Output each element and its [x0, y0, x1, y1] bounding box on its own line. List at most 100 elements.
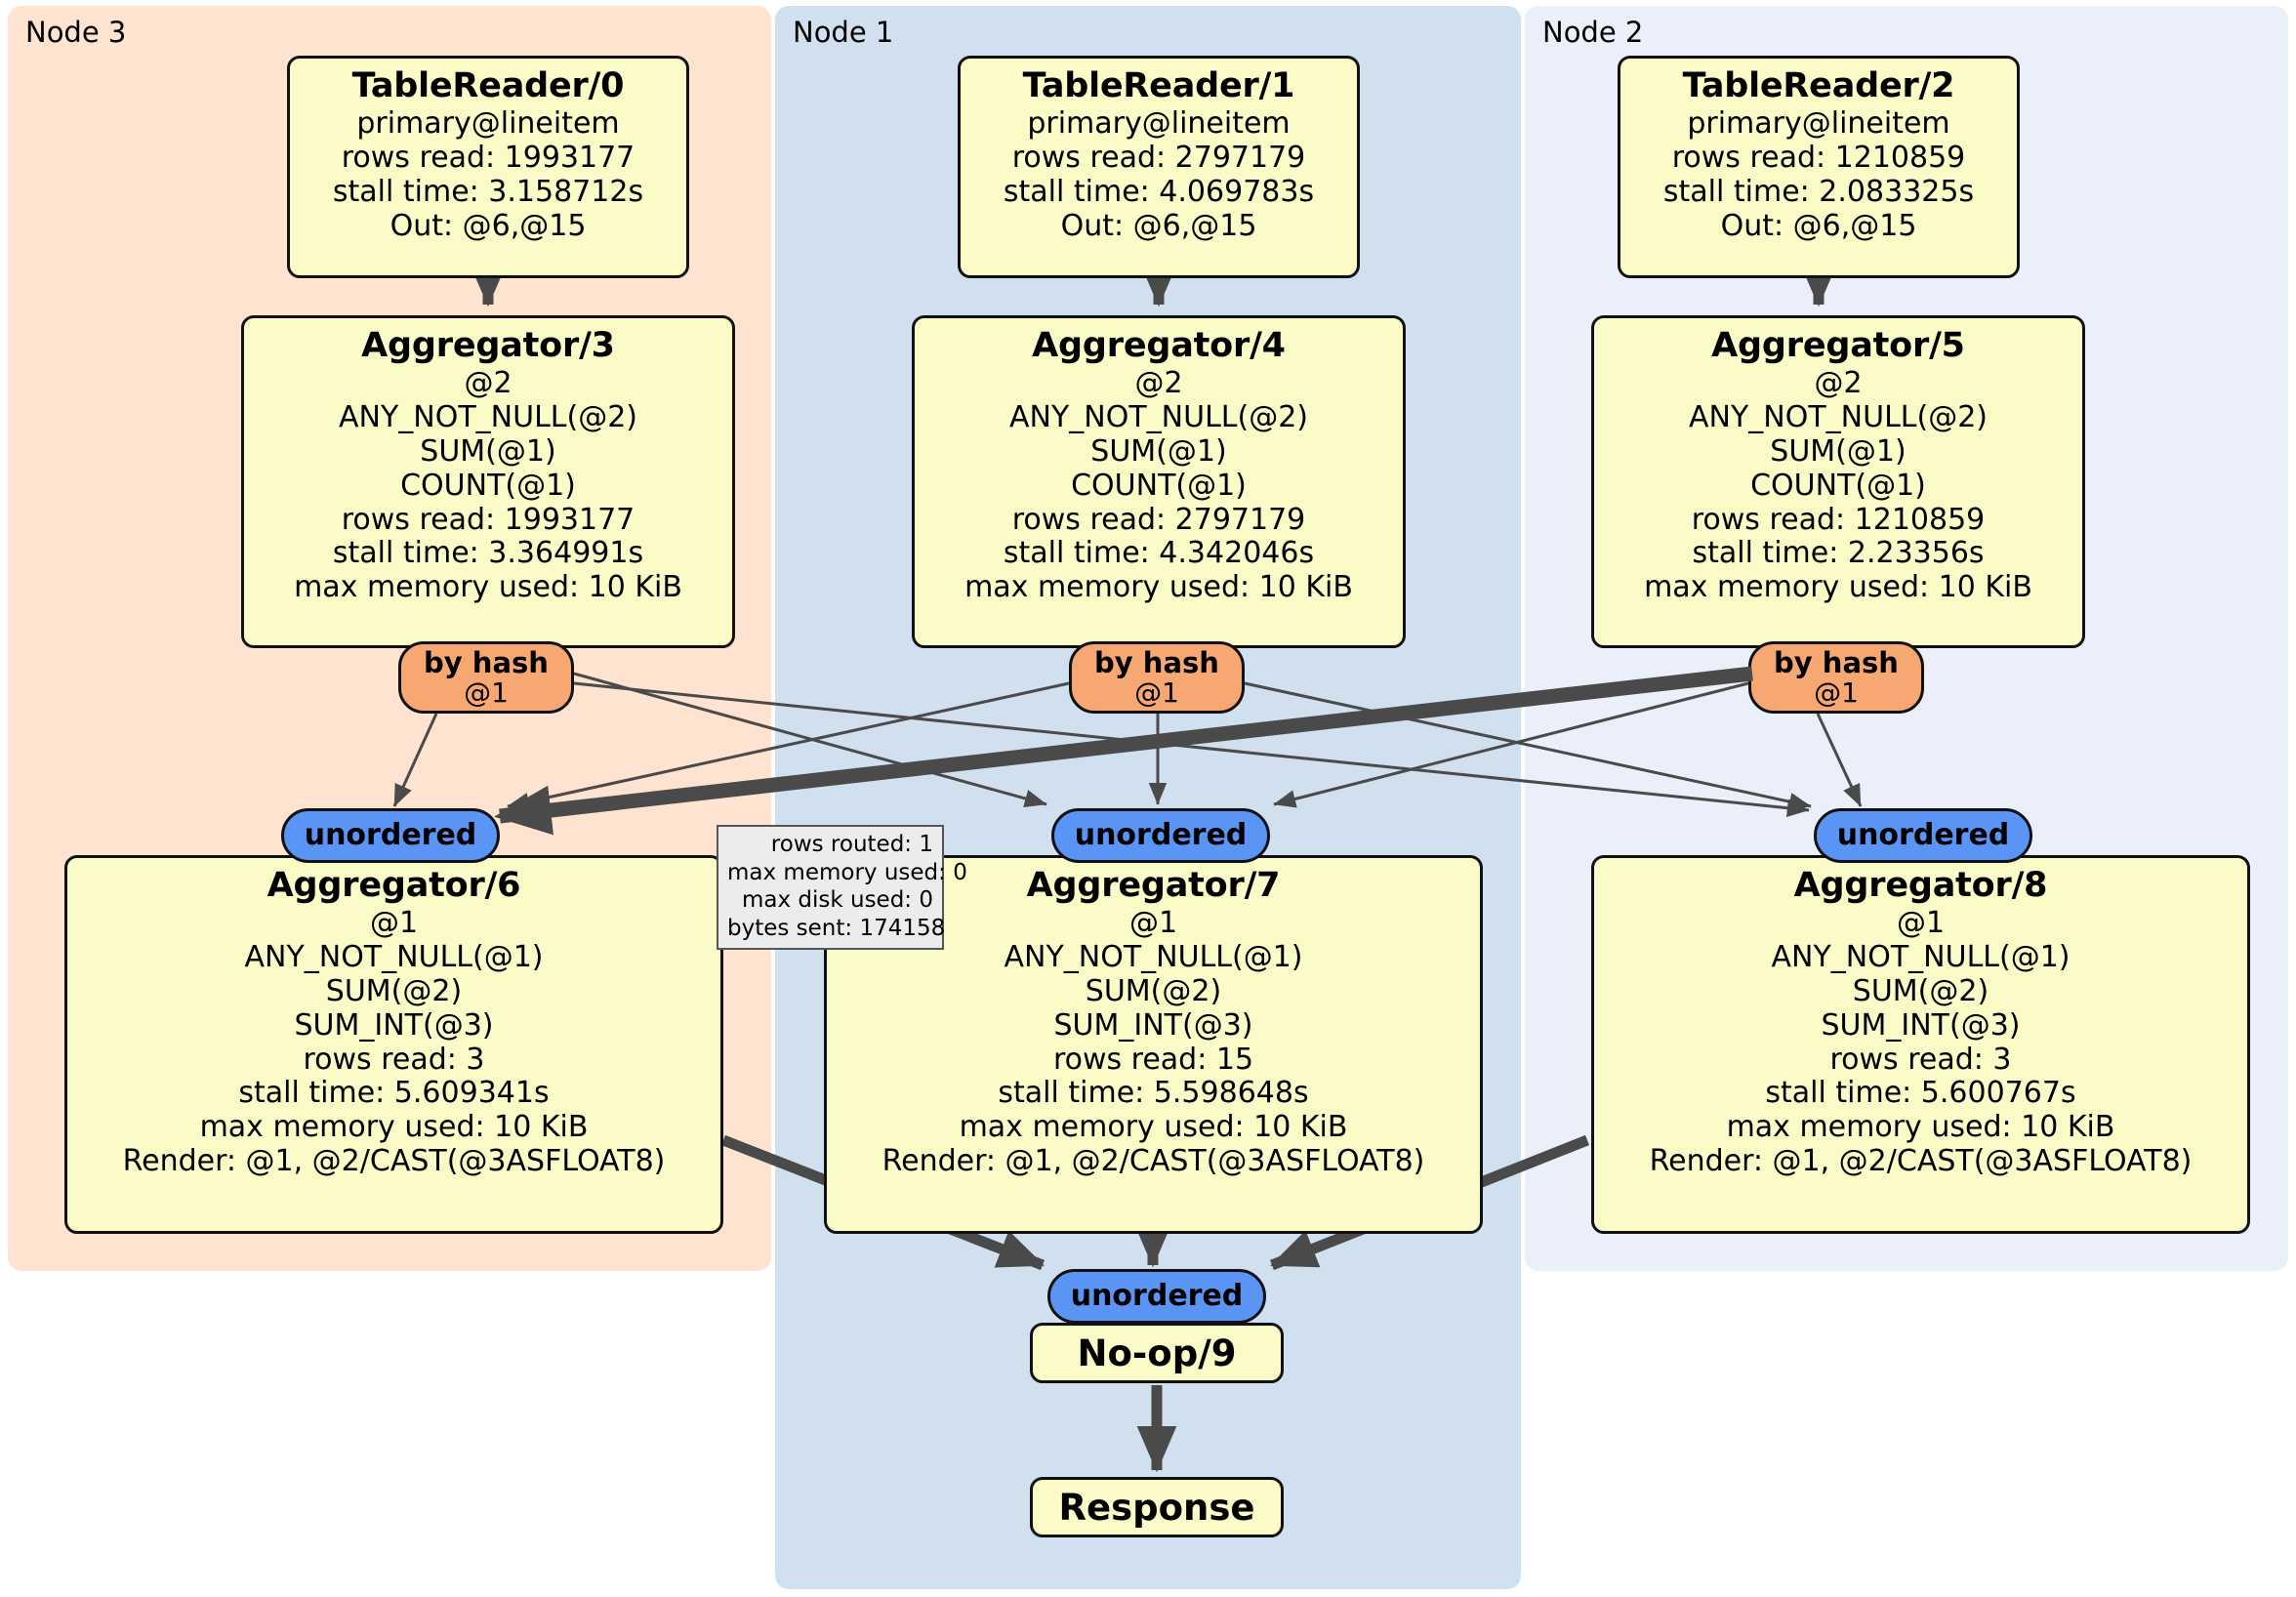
processor-detail-line: Render: @1, @2/CAST(@3ASFLOAT8)	[122, 1144, 666, 1179]
node-panel-label-node2: Node 2	[1542, 16, 1644, 49]
processor-detail-line: Out: @6,@15	[390, 208, 587, 243]
receiver-recv6[interactable]: unordered	[281, 808, 500, 863]
receiver-kind-label: unordered	[1074, 818, 1248, 853]
processor-detail-line: rows read: 3	[1829, 1042, 2012, 1077]
router-stat-line: rows routed: 1	[770, 832, 933, 857]
box-response[interactable]: Response	[1030, 1477, 1284, 1537]
processor-detail-line: SUM(@1)	[1090, 433, 1227, 469]
receiver-recv7[interactable]: unordered	[1051, 808, 1270, 863]
box-noop9[interactable]: No-op/9	[1030, 1323, 1284, 1383]
processor-detail-line: rows read: 3	[303, 1042, 485, 1077]
router-column-label: @1	[1134, 676, 1179, 709]
processor-title: Aggregator/5	[1711, 326, 1965, 365]
processor-detail-line: @2	[1134, 365, 1183, 400]
processor-detail-line: @1	[369, 905, 419, 940]
processor-detail-line: stall time: 5.609341s	[238, 1076, 550, 1111]
processor-detail-line: rows read: 1210859	[1691, 502, 1986, 537]
processor-detail-line: rows read: 1993177	[341, 140, 636, 175]
router-router5[interactable]: by hash@1	[1748, 641, 1924, 714]
processor-detail-line: @1	[1896, 905, 1946, 940]
processor-detail-line: @2	[1814, 365, 1863, 400]
processor-title: Aggregator/7	[1026, 866, 1281, 905]
processor-detail-line: @2	[464, 365, 512, 400]
processor-detail-line: max memory used: 10 KiB	[964, 570, 1353, 605]
processor-detail-line: SUM(@2)	[1085, 973, 1222, 1008]
processor-detail-line: ANY_NOT_NULL(@1)	[1771, 939, 2070, 974]
processor-detail-line: @1	[1128, 905, 1178, 940]
processor-detail-line: Render: @1, @2/CAST(@3ASFLOAT8)	[1649, 1144, 2193, 1179]
processor-detail-line: max memory used: 10 KiB	[959, 1110, 1348, 1145]
processor-detail-line: SUM_INT(@3)	[1053, 1007, 1253, 1043]
router-kind-label: by hash	[1774, 645, 1899, 679]
receiver-recv8[interactable]: unordered	[1814, 808, 2032, 863]
router-router3[interactable]: by hash@1	[398, 641, 574, 714]
processor-detail-line: SUM_INT(@3)	[1821, 1007, 2021, 1043]
processor-detail-line: stall time: 2.23356s	[1692, 536, 1985, 571]
processor-detail-line: max memory used: 10 KiB	[294, 570, 682, 605]
processor-detail-line: SUM(@2)	[1852, 973, 1989, 1008]
processor-detail-line: rows read: 1993177	[341, 502, 636, 537]
node-panel-label-node3: Node 3	[25, 16, 127, 49]
processor-detail-line: max memory used: 10 KiB	[1726, 1110, 2115, 1145]
processor-detail-line: Out: @6,@15	[1060, 208, 1257, 243]
processor-detail-line: COUNT(@1)	[1071, 468, 1247, 503]
processor-title: Aggregator/4	[1032, 326, 1286, 365]
box-label: Response	[1058, 1486, 1255, 1529]
processor-detail-line: ANY_NOT_NULL(@2)	[339, 399, 637, 434]
processor-detail-line: rows read: 15	[1052, 1042, 1254, 1077]
receiver-kind-label: unordered	[304, 818, 477, 853]
processor-detail-line: max memory used: 10 KiB	[199, 1110, 589, 1145]
receiver-recv9[interactable]: unordered	[1047, 1269, 1266, 1324]
router-column-label: @1	[1814, 676, 1859, 709]
processor-detail-line: ANY_NOT_NULL(@2)	[1689, 399, 1988, 434]
processor-detail-line: SUM(@1)	[1770, 433, 1906, 469]
router-kind-label: by hash	[1094, 645, 1219, 679]
processor-detail-line: Render: @1, @2/CAST(@3ASFLOAT8)	[882, 1144, 1425, 1179]
receiver-kind-label: unordered	[1070, 1279, 1244, 1314]
box-label: No-op/9	[1077, 1331, 1237, 1374]
processor-title: Aggregator/3	[361, 326, 615, 365]
processor-detail-line: Out: @6,@15	[1720, 208, 1917, 243]
processor-detail-line: rows read: 2797179	[1011, 502, 1306, 537]
processor-detail-line: ANY_NOT_NULL(@1)	[244, 939, 544, 974]
router-kind-label: by hash	[424, 645, 549, 679]
processor-detail-line: primary@lineitem	[356, 105, 620, 141]
processor-title: Aggregator/8	[1793, 866, 2048, 905]
processor-detail-line: stall time: 3.158712s	[332, 174, 644, 209]
processor-title: TableReader/2	[1682, 66, 1955, 105]
processor-detail-line: stall time: 2.083325s	[1662, 174, 1975, 209]
processor-detail-line: COUNT(@1)	[400, 468, 576, 503]
processor-detail-line: stall time: 3.364991s	[332, 536, 644, 571]
router-column-label: @1	[464, 676, 509, 709]
processor-detail-line: primary@lineitem	[1027, 105, 1291, 141]
processor-detail-line: stall time: 5.600767s	[1765, 1076, 2076, 1111]
processor-title: Aggregator/6	[266, 866, 521, 905]
receiver-kind-label: unordered	[1836, 818, 2010, 853]
processor-detail-line: rows read: 2797179	[1011, 140, 1306, 175]
processor-detail-line: stall time: 4.069783s	[1003, 174, 1315, 209]
processor-title: TableReader/0	[351, 66, 625, 105]
processor-detail-line: stall time: 4.342046s	[1003, 536, 1315, 571]
router-stat-line: max disk used: 0	[741, 887, 933, 914]
router-stat-line: max memory used: 0	[727, 859, 967, 885]
processor-detail-line: max memory used: 10 KiB	[1644, 570, 2032, 605]
processor-detail-line: primary@lineitem	[1687, 105, 1950, 141]
processor-detail-line: COUNT(@1)	[1750, 468, 1926, 503]
processor-detail-line: SUM(@1)	[420, 433, 556, 469]
router-stat-line: bytes sent: 174158	[727, 915, 946, 941]
processor-title: TableReader/1	[1022, 66, 1295, 105]
processor-detail-line: ANY_NOT_NULL(@2)	[1009, 399, 1308, 434]
processor-detail-line: ANY_NOT_NULL(@1)	[1004, 939, 1303, 974]
processor-detail-line: rows read: 1210859	[1671, 140, 1966, 175]
router-router4[interactable]: by hash@1	[1069, 641, 1245, 714]
node-panel-label-node1: Node 1	[793, 16, 894, 49]
